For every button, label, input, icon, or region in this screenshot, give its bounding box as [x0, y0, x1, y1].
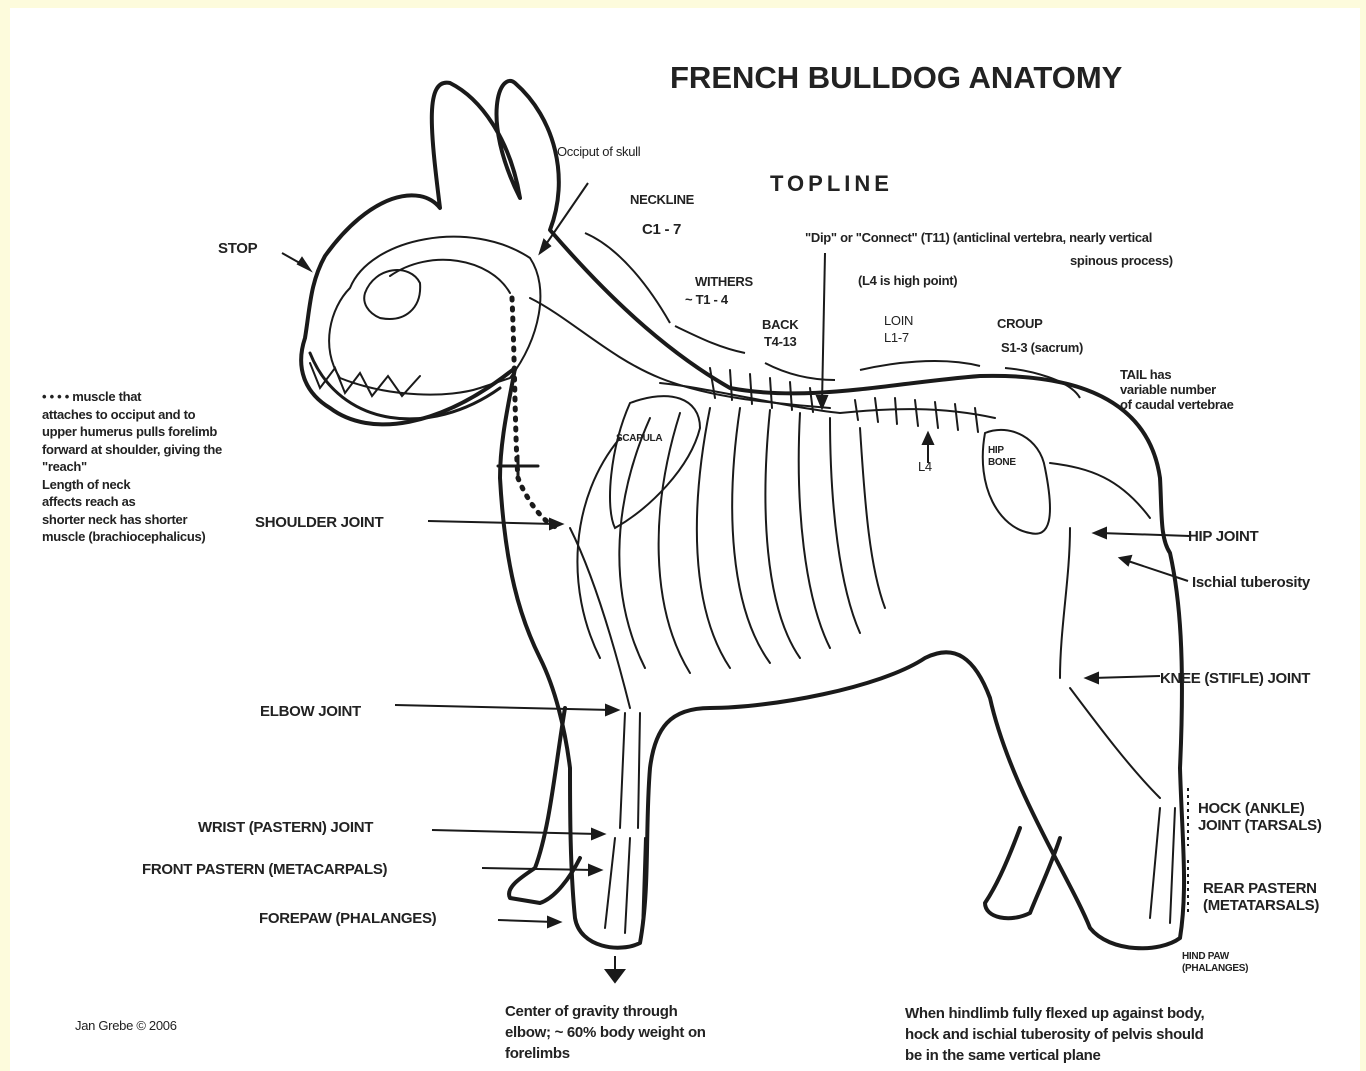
loin-bracket [860, 361, 980, 370]
note-brachiocephalicus: • • • • muscle that attaches to occiput … [42, 388, 222, 546]
ribs [577, 408, 885, 673]
credit: Jan Grebe © 2006 [75, 1019, 177, 1034]
label-elbow-joint: ELBOW JOINT [260, 703, 361, 720]
label-neckline-vertebrae: C1 - 7 [642, 221, 681, 238]
humerus [570, 528, 630, 708]
tibia [1070, 688, 1160, 798]
note-center-of-gravity: Center of gravity through elbow; ~ 60% b… [505, 1001, 706, 1064]
label-forepaw: FOREPAW (PHALANGES) [259, 910, 436, 927]
label-tail: TAIL has variable number of caudal verte… [1120, 368, 1234, 413]
label-ischial-tuberosity: Ischial tuberosity [1192, 574, 1310, 591]
label-back: BACK [762, 318, 798, 333]
tail-vertebrae [1050, 463, 1150, 518]
label-occiput: Occiput of skull [557, 145, 640, 160]
label-hip-bone: HIP BONE [988, 445, 1016, 468]
label-rear-pastern: REAR PASTERN (METATARSALS) [1203, 880, 1319, 915]
topline-heading: TOPLINE [770, 171, 893, 196]
label-dip: "Dip" or "Connect" (T11) (anticlinal ver… [805, 231, 1152, 246]
label-knee-joint: KNEE (STIFLE) JOINT [1160, 670, 1310, 687]
label-hind-paw: HIND PAW (PHALANGES) [1182, 951, 1248, 974]
label-withers: WITHERS [695, 275, 753, 290]
thoracic-spine [660, 383, 995, 418]
rear-metatarsals [1150, 808, 1175, 923]
label-l4: L4 [918, 460, 932, 475]
label-stop: STOP [218, 240, 257, 257]
label-dip-2: spinous process) [1070, 254, 1173, 269]
label-loin: LOIN [884, 314, 913, 329]
label-shoulder-joint: SHOULDER JOINT [255, 514, 383, 531]
teeth [310, 363, 420, 396]
label-hock: HOCK (ANKLE) JOINT (TARSALS) [1198, 800, 1322, 835]
label-neckline: NECKLINE [630, 193, 694, 208]
label-l4-high: (L4 is high point) [858, 274, 957, 289]
label-croup-vertebrae: S1-3 (sacrum) [1001, 341, 1083, 356]
label-hip-joint: HIP JOINT [1188, 528, 1258, 545]
jaw-outline [310, 353, 500, 419]
label-wrist-joint: WRIST (PASTERN) JOINT [198, 819, 373, 836]
label-scapula: SCAPULA [616, 433, 662, 445]
brachiocephalicus-line [512, 298, 560, 528]
front-metacarpals [605, 838, 645, 933]
diagram-canvas: FRENCH BULLDOG ANATOMY TOPLINE Occiput o… [10, 8, 1360, 1071]
diagram-title: FRENCH BULLDOG ANATOMY [670, 60, 1122, 96]
eye-socket [364, 270, 420, 319]
label-front-pastern: FRONT PASTERN (METACARPALS) [142, 861, 387, 878]
femur [1060, 528, 1070, 678]
note-hindlimb: When hindlimb fully flexed up against bo… [905, 1003, 1204, 1066]
withers-bracket [675, 326, 745, 353]
label-back-vertebrae: T4-13 [764, 335, 796, 350]
radius-ulna [620, 713, 640, 828]
back-bracket [765, 363, 835, 380]
label-croup: CROUP [997, 317, 1042, 332]
label-withers-vertebrae: ~ T1 - 4 [685, 293, 728, 308]
label-loin-vertebrae: L1-7 [884, 331, 909, 346]
body-outline [301, 81, 1184, 948]
